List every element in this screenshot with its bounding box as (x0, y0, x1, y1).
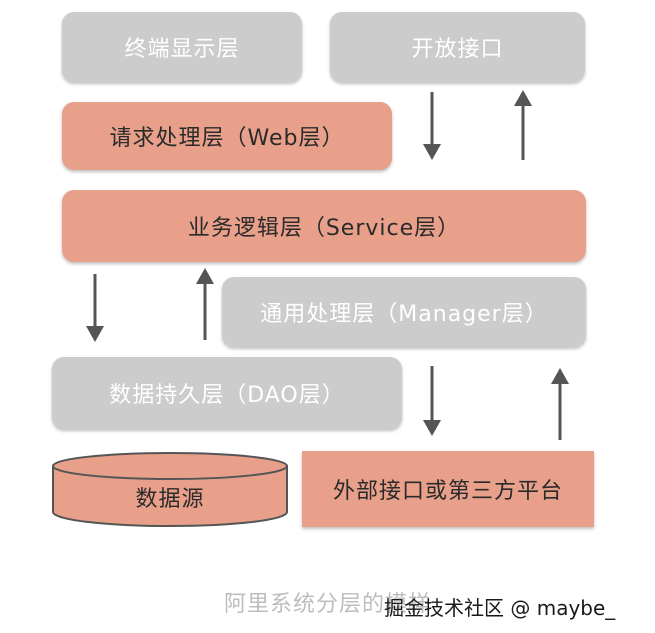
arrow-up-icon (514, 90, 532, 160)
arrow-down-icon (423, 366, 441, 436)
arrow-up-icon (196, 268, 214, 340)
arrow-down-icon (86, 274, 104, 342)
web-layer: 请求处理层（Web层） (62, 102, 392, 170)
terminal-display-layer: 终端显示层 (62, 12, 302, 82)
open-api-layer: 开放接口 (330, 12, 585, 82)
service-layer-label: 业务逻辑层（Service层） (187, 216, 461, 241)
datasource-label-box: 数据源 (50, 474, 290, 520)
service-layer: 业务逻辑层（Service层） (62, 190, 586, 262)
external-api-layer: 外部接口或第三方平台 (302, 451, 594, 527)
web-layer-label: 请求处理层（Web层） (109, 126, 345, 151)
external-api-layer-label: 外部接口或第三方平台 (332, 479, 563, 504)
arrow-up-icon (551, 368, 569, 440)
watermark-text: 掘金技术社区 @ maybe_ (384, 596, 616, 620)
manager-layer: 通用处理层（Manager层） (222, 277, 586, 347)
arrow-down-icon (423, 92, 441, 160)
open-api-layer-label: 开放接口 (411, 37, 504, 62)
manager-layer-label: 通用处理层（Manager层） (260, 302, 548, 327)
diagram-caption: 阿里系统分层的模样 (223, 592, 431, 617)
dao-layer-label: 数据持久层（DAO层） (109, 383, 345, 408)
dao-layer: 数据持久层（DAO层） (52, 357, 402, 429)
datasource-cylinder (52, 452, 288, 527)
datasource-label: 数据源 (135, 487, 205, 512)
terminal-display-layer-label: 终端显示层 (124, 37, 240, 62)
